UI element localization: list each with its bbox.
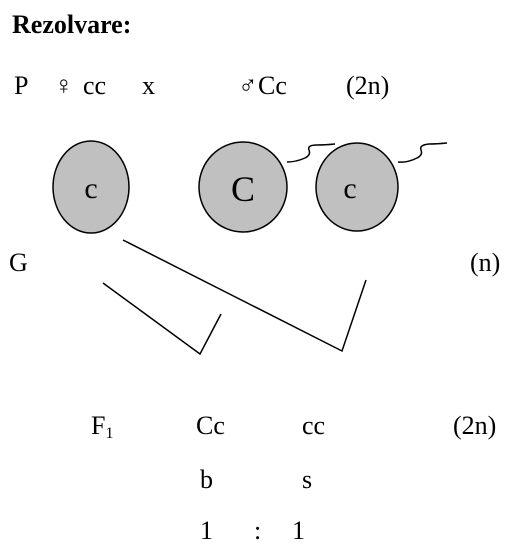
gamete-cell-female xyxy=(52,140,130,234)
gamete-label-male-recessive: c xyxy=(343,172,356,205)
gamete-generation-label: G xyxy=(9,248,28,277)
gamete-label-female: c xyxy=(84,172,97,205)
cross-symbol: x xyxy=(142,71,155,100)
gamete-cell-male-dominant xyxy=(198,141,288,233)
gametes-ploidy: (n) xyxy=(470,248,501,277)
phenotype-2: s xyxy=(302,465,313,494)
cross-line-left xyxy=(102,282,222,356)
ratio-colon: : xyxy=(254,516,262,545)
f1-generation-label: F1 xyxy=(91,411,114,442)
gamete-label-male-dominant: C xyxy=(231,169,255,209)
ratio-left: 1 xyxy=(200,516,213,545)
f1-genotype-homozygous: cc xyxy=(302,411,326,440)
f1-ploidy: (2n) xyxy=(453,411,497,440)
sperm-tail-recessive xyxy=(397,142,448,163)
ratio-right: 1 xyxy=(292,516,305,545)
phenotype-1: b xyxy=(200,465,213,494)
male-genotype: Cc xyxy=(258,71,287,100)
parents-ploidy: (2n) xyxy=(346,71,390,100)
sperm-tail-dominant xyxy=(286,143,336,163)
solution-title: Rezolvare: xyxy=(12,10,132,39)
gamete-cell-male-recessive xyxy=(315,142,399,232)
female-symbol-icon: ♀ xyxy=(54,71,74,100)
parent-generation-label: P xyxy=(14,71,29,100)
cross-line-right xyxy=(122,239,367,353)
f1-genotype-heterozygous: Cc xyxy=(196,411,225,440)
male-symbol-icon: ♂ xyxy=(238,71,258,100)
female-genotype: cc xyxy=(83,71,107,100)
